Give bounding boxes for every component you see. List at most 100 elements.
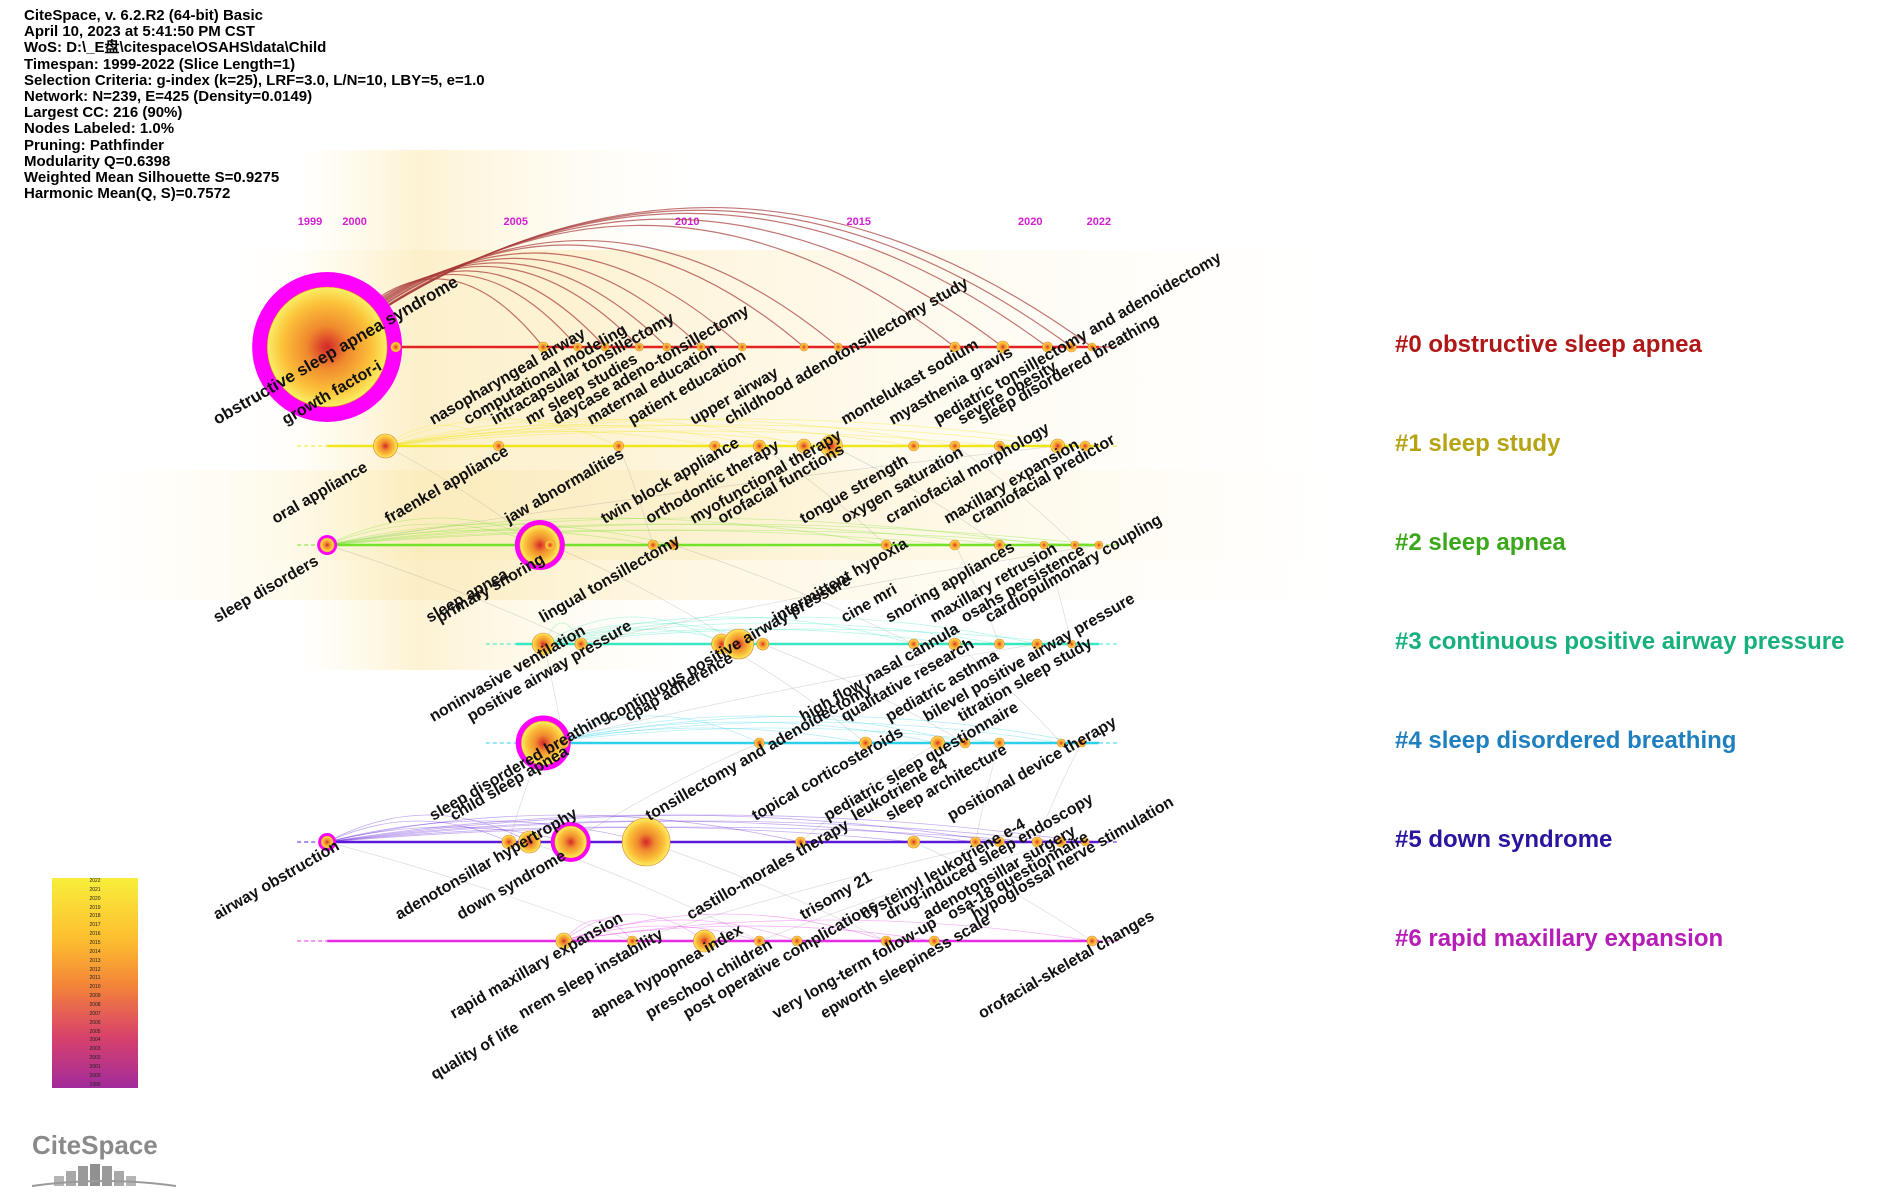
edge-arc	[543, 628, 1072, 645]
keyword-node[interactable]	[668, 539, 679, 551]
keyword-node[interactable]	[544, 539, 556, 551]
keyword-node[interactable]	[796, 438, 812, 454]
keyword-node[interactable]	[1042, 341, 1053, 353]
keyword-node[interactable]	[949, 341, 961, 353]
keyword-node[interactable]	[662, 342, 672, 352]
keyword-node[interactable]	[1067, 639, 1076, 649]
edge-arc	[543, 643, 1038, 744]
keyword-node[interactable]	[696, 342, 706, 352]
keyword-node[interactable]	[754, 737, 765, 749]
edge-arc	[1036, 742, 1083, 843]
keyword-node[interactable]	[928, 935, 940, 947]
keyword-node[interactable]	[1094, 540, 1104, 550]
keyword-node[interactable]	[518, 830, 541, 854]
keyword-node[interactable]	[537, 341, 549, 353]
color-legend-tick: 2002	[89, 1055, 101, 1062]
keyword-node[interactable]	[621, 817, 671, 867]
cluster-label-4: #4 sleep disordered breathing	[1395, 727, 1737, 754]
keyword-node[interactable]	[994, 440, 1005, 452]
keyword-node[interactable]	[1086, 935, 1098, 947]
keyword-node[interactable]	[799, 342, 809, 352]
keyword-node[interactable]	[859, 736, 872, 750]
keyword-node[interactable]	[1077, 738, 1087, 748]
edge-arc	[326, 240, 839, 348]
keyword-node[interactable]	[1087, 342, 1097, 352]
keyword-node[interactable]	[994, 539, 1005, 551]
keyword-node[interactable]	[753, 439, 766, 453]
keyword-node[interactable]	[1031, 836, 1043, 848]
keyword-node[interactable]	[908, 638, 919, 650]
keyword-node[interactable]	[737, 342, 747, 352]
keyword-node[interactable]	[949, 539, 961, 551]
color-legend-tick: 2007	[89, 1010, 101, 1017]
keyword-node[interactable]	[390, 341, 402, 353]
keyword-node[interactable]	[555, 932, 573, 950]
keyword-node[interactable]	[1031, 638, 1043, 650]
keyword-node[interactable]	[574, 637, 588, 651]
edge-arc	[327, 841, 633, 942]
keyword-node[interactable]	[1070, 540, 1080, 550]
keyword-node[interactable]	[994, 737, 1005, 749]
keyword-node[interactable]	[1039, 540, 1049, 550]
keyword-node[interactable]	[493, 440, 504, 452]
keyword-node[interactable]	[558, 737, 570, 749]
keyword-node[interactable]	[266, 286, 388, 408]
keyword-node[interactable]	[319, 537, 335, 553]
keyword-node[interactable]	[833, 342, 843, 352]
keyword-node[interactable]	[970, 836, 981, 848]
keyword-node[interactable]	[320, 835, 334, 849]
keyword-node[interactable]	[994, 638, 1005, 650]
keyword-node[interactable]	[613, 440, 625, 452]
color-legend-tick: 2022	[89, 878, 101, 884]
keyword-node[interactable]	[1066, 341, 1077, 353]
keyword-node[interactable]	[693, 929, 716, 953]
keyword-node[interactable]	[709, 440, 721, 452]
cluster-label-0: #0 obstructive sleep apnea	[1395, 331, 1702, 358]
keyword-node[interactable]	[795, 836, 806, 848]
edge-arc	[632, 841, 1000, 942]
keyword-node[interactable]	[634, 342, 644, 352]
keyword-node[interactable]	[1080, 837, 1090, 847]
keyword-node[interactable]	[519, 524, 561, 566]
keyword-node[interactable]	[820, 434, 843, 458]
background-glow	[100, 150, 1350, 670]
edge-arc	[563, 913, 705, 942]
keyword-node[interactable]	[791, 935, 803, 947]
keyword-node[interactable]	[554, 825, 587, 859]
keyword-node[interactable]	[531, 632, 555, 656]
keyword-node[interactable]	[880, 935, 892, 947]
keyword-node[interactable]	[996, 340, 1010, 354]
keyword-node[interactable]	[949, 440, 961, 452]
keyword-node[interactable]	[647, 539, 659, 551]
keyword-node[interactable]	[373, 433, 398, 459]
keyword-node[interactable]	[908, 440, 919, 452]
edge-arc	[975, 742, 1000, 843]
keyword-node[interactable]	[756, 637, 770, 651]
keyword-node[interactable]	[880, 539, 892, 551]
keyword-node[interactable]	[600, 342, 610, 352]
keyword-node[interactable]	[1050, 438, 1066, 454]
keyword-node[interactable]	[1079, 440, 1091, 452]
keyword-node[interactable]	[573, 342, 582, 352]
keyword-node[interactable]	[994, 836, 1005, 848]
edge-arc	[327, 523, 1000, 546]
node-label: quality of life	[428, 1019, 522, 1083]
keyword-node[interactable]	[1055, 836, 1067, 848]
keyword-node[interactable]	[907, 835, 920, 849]
info-line: April 10, 2023 at 5:41:50 PM CST	[24, 23, 255, 41]
edge-arc	[326, 206, 1093, 348]
keyword-node[interactable]	[723, 628, 755, 660]
info-line: Network: N=239, E=425 (Density=0.0149)	[24, 88, 313, 106]
keyword-node[interactable]	[501, 834, 517, 850]
edge-arc	[327, 826, 914, 843]
keyword-node[interactable]	[1056, 738, 1066, 748]
edge-arc	[327, 529, 654, 546]
keyword-node[interactable]	[930, 735, 945, 751]
keyword-node[interactable]	[959, 737, 971, 749]
keyword-node[interactable]	[948, 637, 962, 651]
edge-arc	[563, 925, 935, 942]
info-line: Nodes Labeled: 1.0%	[24, 120, 175, 138]
keyword-node[interactable]	[754, 935, 765, 947]
edge-arc	[326, 224, 956, 348]
keyword-node[interactable]	[627, 935, 638, 947]
